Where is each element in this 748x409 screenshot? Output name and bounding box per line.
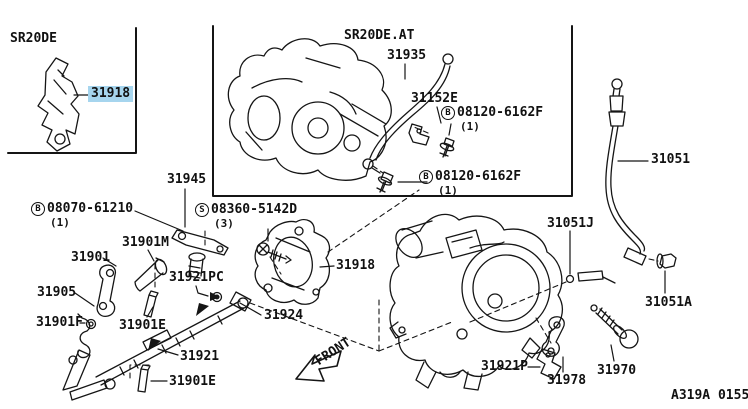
part-label-31901m[interactable]: 31901M (122, 235, 169, 250)
hardware-label-08070-61210[interactable]: B 08070-61210 (1) (31, 202, 133, 228)
part-label-31921[interactable]: 31921 (180, 349, 220, 364)
part-label-31935[interactable]: 31935 (387, 48, 427, 63)
part-label-31921pc[interactable]: 31921PC (169, 270, 224, 285)
part-label-31905[interactable]: 31905 (37, 285, 77, 300)
pin-31901e-upper (143, 290, 159, 318)
part-label-31924[interactable]: 31924 (264, 308, 304, 323)
pin-31901e-lower (137, 364, 151, 393)
dipstick-tube-31935-drawing (362, 53, 454, 174)
sr20de-at-inset-box (212, 25, 573, 197)
leader-lines (73, 63, 666, 382)
bolt-31970-drawing (590, 304, 639, 349)
hardware-label-08120-6162f-bottom[interactable]: B 08120-6162F (1) (419, 170, 521, 196)
hardware-qty: (1) (460, 120, 480, 133)
bolt-08120-bottom-drawing (376, 171, 394, 193)
cable-31051-drawing (577, 78, 647, 284)
circled-s-icon: S (195, 203, 209, 217)
part-label-31918-main[interactable]: 31918 (336, 258, 376, 273)
inset-title-sr20de-at: SR20DE.AT (344, 28, 415, 43)
hardware-qty: (1) (438, 184, 458, 197)
part-label-31945[interactable]: 31945 (167, 172, 207, 187)
part-label-31901[interactable]: 31901 (71, 250, 111, 265)
control-rod-31921-drawing (62, 257, 252, 401)
bracket-31918-inset-drawing (37, 57, 80, 152)
part-label-31918-highlighted[interactable]: 31918 (88, 86, 134, 102)
bracket-31918-main-drawing (254, 218, 331, 305)
washer-31924 (237, 297, 249, 309)
clamp-31152e-drawing (408, 123, 430, 146)
transaxle-drawing (389, 213, 563, 391)
front-arrow-icon (295, 350, 342, 382)
bolt-31051a-drawing (656, 253, 677, 269)
hardware-number: 08120-6162F (457, 105, 544, 120)
link-31901 (96, 264, 117, 317)
hardware-qty: (3) (214, 217, 234, 230)
circled-b-icon: B (419, 170, 433, 184)
hardware-qty: (1) (50, 216, 70, 229)
circled-b-icon: B (441, 106, 455, 120)
strap-31978-drawing (541, 316, 565, 357)
part-label-31921p[interactable]: 31921P (481, 359, 528, 374)
sr20de-inset-box (7, 27, 137, 154)
cable-eyelet-31051j (565, 274, 575, 284)
part-label-31978[interactable]: 31978 (547, 373, 587, 388)
at-transmission-drawing (227, 38, 392, 181)
part-label-31901f[interactable]: 31901F (36, 315, 83, 330)
hardware-label-08360-5142d[interactable]: S 08360-5142D (3) (195, 203, 297, 229)
circled-b-icon: B (31, 202, 45, 216)
part-label-31051[interactable]: 31051 (651, 152, 691, 167)
part-label-31901e-lower[interactable]: 31901E (169, 374, 216, 389)
assembly-dashed-lines (129, 126, 659, 379)
lever-31945-drawing (171, 229, 229, 279)
part-label-31051a[interactable]: 31051A (645, 295, 692, 310)
diagram-code: A319A 0155 (671, 388, 748, 403)
assembly-arrowheads (148, 292, 220, 351)
spring-31905 (77, 313, 91, 359)
hardware-number: 08360-5142D (211, 202, 298, 217)
hardware-label-08120-6162f-top[interactable]: B 08120-6162F (1) (441, 106, 543, 132)
screw-08360-drawing (256, 242, 292, 264)
inset-title-sr20de: SR20DE (10, 31, 57, 46)
bolt-08120-top-drawing (439, 137, 455, 158)
part-label-31152e[interactable]: 31152E (411, 91, 458, 106)
grommet-31901f (85, 318, 97, 330)
hardware-number: 08120-6162F (435, 169, 522, 184)
hardware-number: 08070-61210 (47, 201, 134, 216)
part-label-31970[interactable]: 31970 (597, 363, 637, 378)
part-label-31901e-upper[interactable]: 31901E (119, 318, 166, 333)
part-label-31051j[interactable]: 31051J (547, 216, 594, 231)
